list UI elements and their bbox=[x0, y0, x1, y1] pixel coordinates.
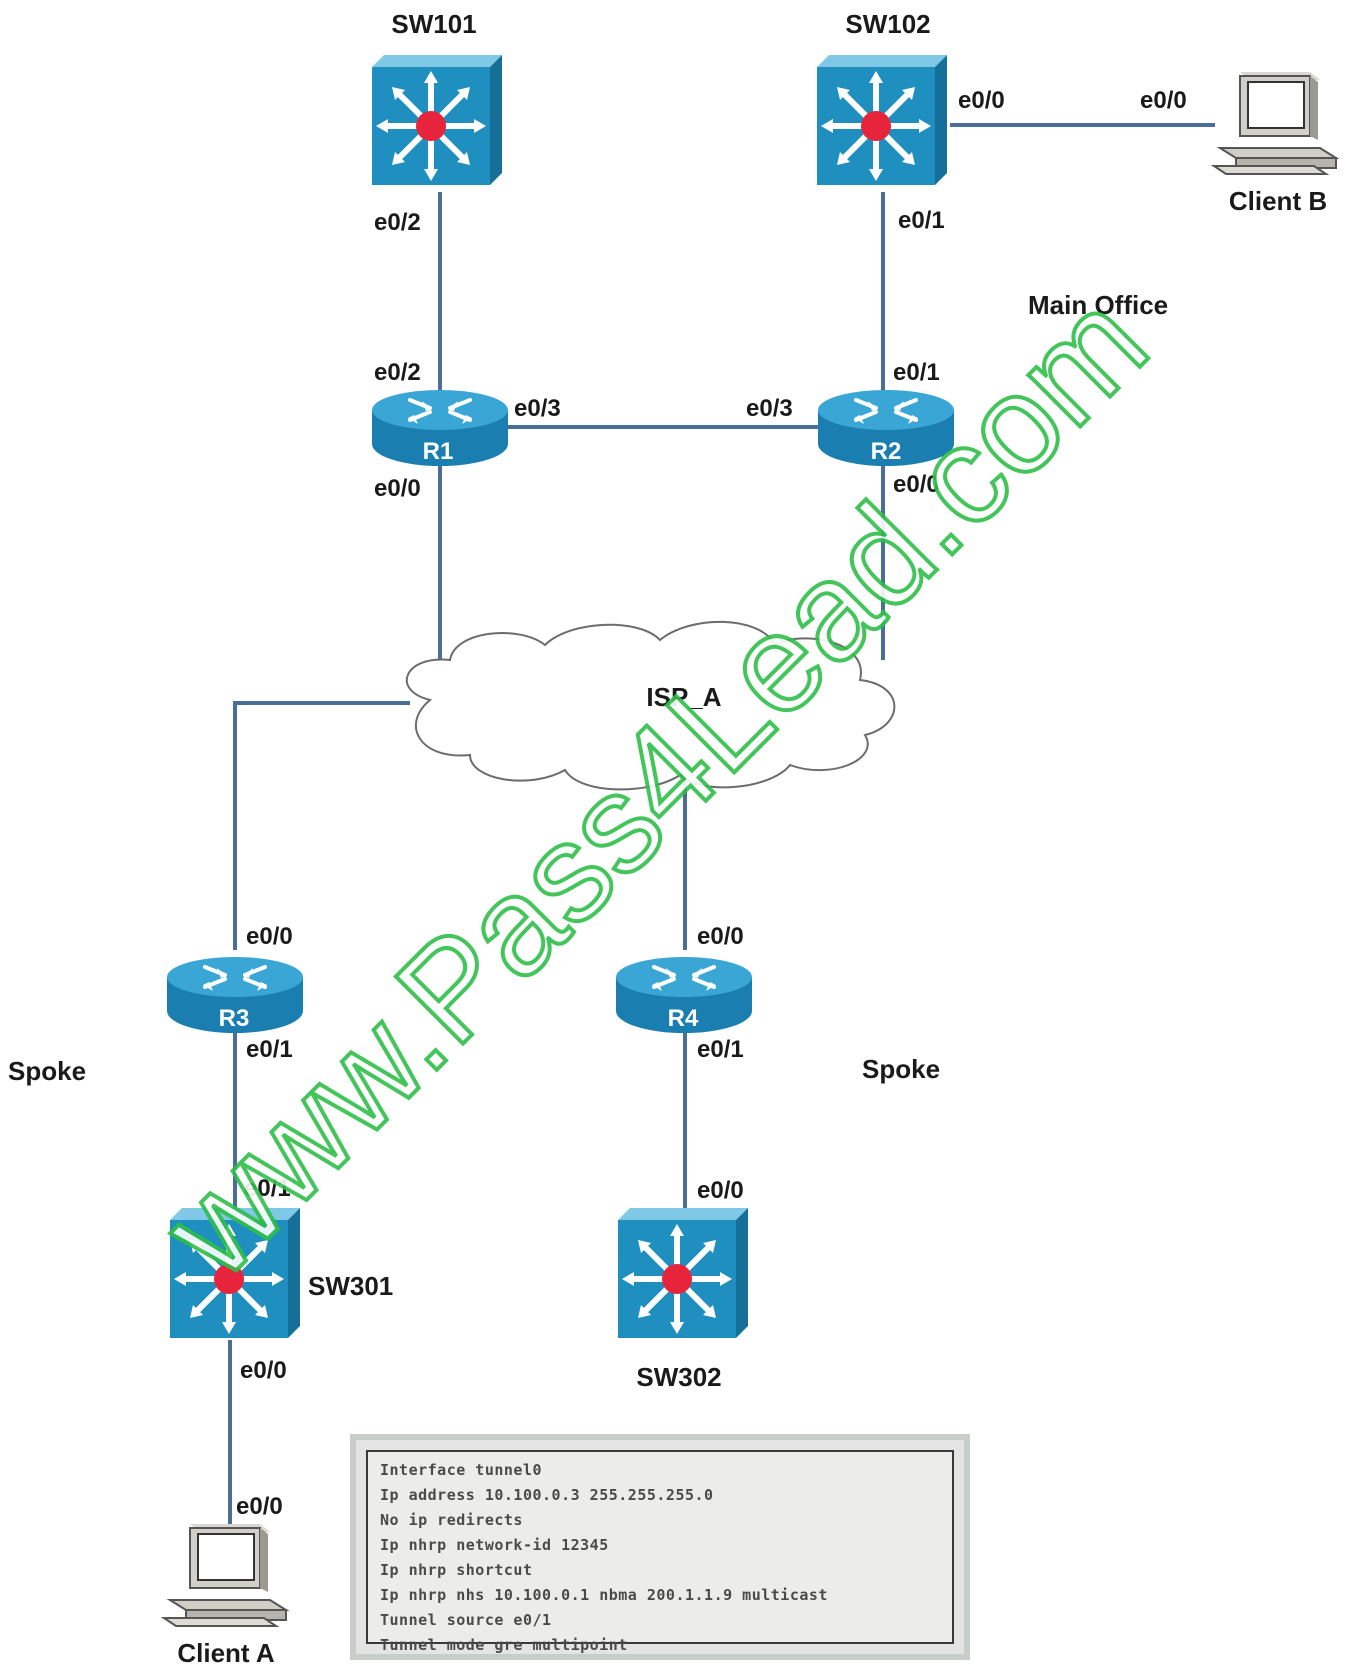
switch-sw302[interactable]: SW302 bbox=[618, 1208, 748, 1392]
config-line: Tunnel mode gre multipoint bbox=[380, 1636, 628, 1654]
client-name: Client B bbox=[1229, 186, 1327, 216]
port-label: e0/2 bbox=[374, 359, 421, 386]
switch-icon bbox=[618, 1208, 748, 1338]
port-label: e0/0 bbox=[1140, 87, 1187, 114]
config-line: Tunnel source e0/1 bbox=[380, 1611, 552, 1629]
config-line: Interface tunnel0 bbox=[380, 1461, 543, 1479]
port-label: e0/3 bbox=[514, 395, 561, 422]
port-label: e0/1 bbox=[246, 1036, 293, 1063]
router-r3[interactable]: R3 bbox=[165, 955, 305, 1035]
switch-icon bbox=[817, 55, 947, 185]
port-label: e0/0 bbox=[697, 1177, 744, 1204]
router-name: R1 bbox=[423, 438, 454, 465]
switch-sw102[interactable]: SW102 bbox=[817, 9, 947, 185]
port-label: e0/0 bbox=[893, 471, 940, 498]
port-label: e0/0 bbox=[240, 1357, 287, 1384]
port-label: e0/0 bbox=[374, 475, 421, 502]
tunnel-config-box: Interface tunnel0 Ip address 10.100.0.3 … bbox=[350, 1434, 970, 1660]
site-label-spoke-right: Spoke bbox=[862, 1054, 940, 1084]
port-label: e0/3 bbox=[746, 395, 793, 422]
port-label: e0/0 bbox=[236, 1493, 283, 1520]
switch-name: SW302 bbox=[636, 1362, 721, 1392]
router-r1[interactable]: R1 bbox=[370, 388, 510, 468]
computer-icon bbox=[1213, 71, 1337, 175]
config-line: Ip nhrp network-id 12345 bbox=[380, 1536, 609, 1554]
switch-name: SW301 bbox=[308, 1271, 393, 1301]
router-name: R3 bbox=[219, 1005, 250, 1032]
tunnel-config-text: Interface tunnel0 Ip address 10.100.0.3 … bbox=[366, 1450, 954, 1654]
client-b[interactable]: Client B bbox=[1213, 71, 1337, 216]
router-name: R4 bbox=[668, 1005, 699, 1032]
isp-cloud-label: ISP_A bbox=[646, 682, 721, 712]
watermark-text: www.Pass4Lead.com bbox=[133, 264, 1175, 1306]
links bbox=[228, 123, 1215, 1525]
port-label: e0/0 bbox=[246, 923, 293, 950]
switch-name: SW101 bbox=[391, 9, 476, 39]
client-a[interactable]: Client A bbox=[163, 1523, 287, 1668]
link-cloud-r3 bbox=[233, 701, 410, 950]
computer-icon bbox=[163, 1523, 287, 1627]
port-label: e0/1 bbox=[697, 1036, 744, 1063]
config-line: No ip redirects bbox=[380, 1511, 523, 1529]
port-label: e0/1 bbox=[898, 207, 945, 234]
site-label-main-office: Main Office bbox=[1028, 290, 1168, 320]
switch-name: SW102 bbox=[845, 9, 930, 39]
switch-sw301[interactable]: SW301 bbox=[170, 1208, 393, 1338]
config-line: Ip nhrp shortcut bbox=[380, 1561, 533, 1579]
config-line: Ip address 10.100.0.3 255.255.255.0 bbox=[380, 1486, 714, 1504]
router-r4[interactable]: R4 bbox=[614, 955, 754, 1035]
port-label: e0/1 bbox=[244, 1175, 291, 1202]
router-name: R2 bbox=[871, 438, 902, 465]
port-label: e0/1 bbox=[893, 359, 940, 386]
port-label: e0/2 bbox=[374, 209, 421, 236]
site-label-spoke-left: Spoke bbox=[8, 1056, 86, 1086]
client-name: Client A bbox=[177, 1638, 274, 1668]
port-labels: e0/2 e0/0 e0/0 e0/1 e0/2 e0/1 e0/3 e0/3 … bbox=[236, 87, 1187, 1520]
site-labels: Main Office Spoke Spoke bbox=[8, 290, 1168, 1086]
switch-icon bbox=[372, 55, 502, 185]
isp-cloud: ISP_A bbox=[405, 620, 896, 791]
config-line: Ip nhrp nhs 10.100.0.1 nbma 200.1.1.9 mu… bbox=[380, 1586, 828, 1604]
port-label: e0/0 bbox=[958, 87, 1005, 114]
switch-sw101[interactable]: SW101 bbox=[372, 9, 502, 185]
port-label: e0/0 bbox=[697, 923, 744, 950]
router-r2[interactable]: R2 bbox=[816, 388, 956, 468]
